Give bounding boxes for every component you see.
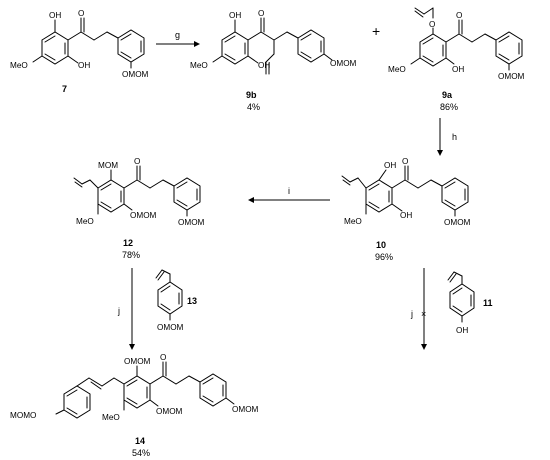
compound-9a-structure: O O OH MeO OMOM 9a 86% [388,7,525,112]
omom-label: OMOM [232,405,259,414]
compound-14-structure: MOMO OMOM O MeO OMOM OMOM 14 54% [10,353,259,458]
reaction-arrow-h: h [437,118,457,156]
oh-label: OH [400,211,412,220]
compound-9b-id: 9b [246,90,257,100]
compound-11-id: 11 [483,298,493,308]
reaction-arrow-j-right-failed: j × [410,268,427,350]
compound-7-id: 7 [62,84,67,94]
compound-9a-id: 9a [442,90,453,100]
compound-10-yield: 96% [375,252,393,262]
compound-12-structure: MOM O OMOM MeO OMOM 12 78% [73,157,205,260]
compound-14-id: 14 [135,436,145,446]
compound-12-yield: 78% [122,250,140,260]
condition-g: g [175,30,180,40]
condition-j: j [410,309,413,319]
meo-label: MeO [10,61,28,70]
oh-label: OH [452,65,464,74]
omom-label: OMOM [157,323,184,332]
o-label: O [134,157,140,166]
compound-12-id: 12 [123,238,133,248]
omom-label: OMOM [122,70,149,79]
oh-label: OH [78,61,90,70]
oh-label: OH [456,326,468,335]
reaction-arrow-g: g [156,30,200,47]
o-label: O [160,353,166,362]
compound-13-id: 13 [187,296,197,306]
compound-9b-yield: 4% [247,102,260,112]
momo-label: MOMO [10,411,36,420]
compound-10-structure: OH O OH MeO OMOM 10 96% [341,157,471,262]
meo-label: MeO [190,61,208,70]
compound-9a-yield: 86% [440,102,458,112]
o-label: O [78,9,84,18]
o-label: O [402,157,408,166]
o-label: O [456,11,462,20]
compound-13-structure: OMOM 13 [155,269,197,332]
compound-9b-structure: OH O OH MeO OMOM 9b 4% [190,9,357,112]
compound-7-structure: OH O OH MeO OMOM 7 [10,9,149,94]
oh-label: OH [49,11,61,20]
omom-label: OMOM [444,218,471,227]
oh-label: OH [384,161,396,170]
omom-label: OMOM [130,211,157,220]
mom-label: MOM [98,161,118,170]
plus-sign: + [372,23,380,39]
condition-j: j [117,306,120,316]
compound-14-yield: 54% [132,448,150,458]
condition-h: h [452,132,457,142]
meo-label: MeO [102,413,120,422]
reaction-arrow-i: i [248,186,330,203]
condition-i: i [288,186,290,196]
oh-label: OH [258,61,270,70]
compound-11-structure: OH 11 [447,271,493,335]
reaction-arrow-j-left: j [117,268,135,350]
oh-label: OH [229,11,241,20]
compound-10-id: 10 [376,240,386,250]
meo-label: MeO [76,217,94,226]
omom-label: OMOM [124,357,151,366]
o-label: O [429,20,435,29]
omom-label: OMOM [178,218,205,227]
meo-label: MeO [388,65,406,74]
omom-label: OMOM [498,72,525,81]
meo-label: MeO [344,217,362,226]
o-label: O [258,9,264,18]
omom-label: OMOM [156,407,183,416]
failed-reaction-mark: × [421,309,426,319]
omom-label: OMOM [330,59,357,68]
